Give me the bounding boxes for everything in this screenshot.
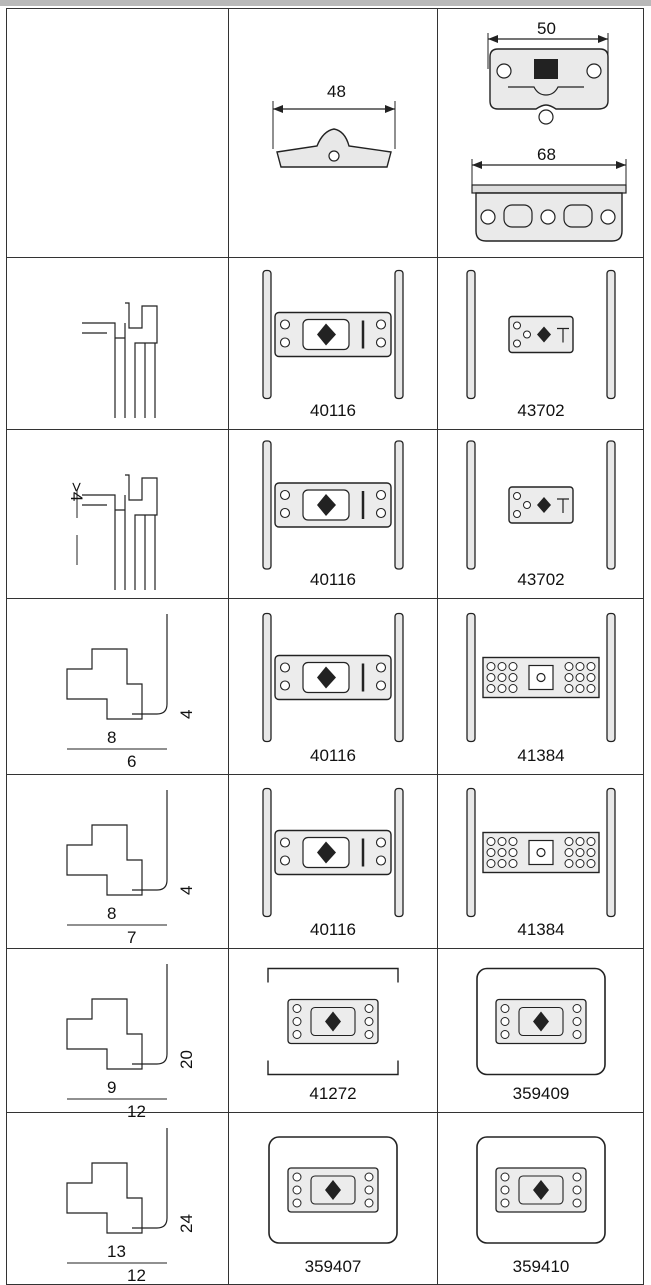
profile-dim: 7 <box>127 928 136 947</box>
article-number: 40116 <box>309 746 356 765</box>
profile-cell: 9 12 20 <box>7 949 228 1121</box>
part-drawing <box>476 967 606 1076</box>
header-part-large: 50 68 <box>438 9 644 257</box>
part-cell-left: 40116 <box>229 430 437 598</box>
profile-drawing: 9 12 20 <box>66 964 196 1121</box>
part-cell-right: 359409 <box>438 949 644 1112</box>
profile-drawing: 86 4 <box>66 614 196 771</box>
article-number: 359407 <box>304 1257 362 1276</box>
part-cell-left: 40116 <box>229 599 437 774</box>
part-drawing <box>476 1136 606 1244</box>
profile-dim: 24 <box>177 1214 196 1233</box>
profile-drawing: 87 4 <box>66 790 196 947</box>
article-number: 41384 <box>517 920 565 939</box>
profile-dim: 4 <box>177 886 196 895</box>
maco-logo-icon <box>325 1011 341 1032</box>
maco-logo-icon <box>325 1180 341 1200</box>
part-cell-right: 359410 <box>438 1113 644 1285</box>
part-cell-right: 43702 <box>438 430 644 598</box>
profile-dim: 12 <box>127 1266 146 1285</box>
part-drawing-48: 48 <box>272 82 396 168</box>
article-number: 40116 <box>309 570 356 589</box>
article-number: 359409 <box>512 1084 570 1103</box>
maco-logo-icon <box>533 1180 549 1200</box>
part-cell-left: 41272 <box>229 949 437 1112</box>
article-number: 359410 <box>512 1257 570 1276</box>
profile-dim: 12 <box>127 1102 146 1121</box>
row-divider <box>6 1112 644 1113</box>
row-divider <box>6 948 644 949</box>
profile-dim: >4 <box>67 482 86 501</box>
part-drawing <box>466 440 616 570</box>
article-number: 41384 <box>517 746 565 765</box>
row-divider <box>6 257 644 258</box>
row-divider <box>6 774 644 775</box>
row-divider <box>6 598 644 599</box>
maco-logo-icon <box>317 323 336 346</box>
maco-logo-icon <box>317 841 336 864</box>
part-drawing <box>262 612 404 743</box>
part-cell-right: 41384 <box>438 599 644 774</box>
part-drawing <box>262 440 404 570</box>
column-divider <box>228 8 229 1285</box>
article-number: 40116 <box>309 920 356 939</box>
top-bar <box>0 0 651 6</box>
maco-logo-icon <box>534 59 558 79</box>
profile-drawing: >4 <box>67 474 158 590</box>
part-cell-left: 40116 <box>229 775 437 948</box>
part-cell-left: 359407 <box>229 1113 437 1285</box>
profile-dim: 8 <box>107 904 116 923</box>
profile-dim: 8 <box>107 728 116 747</box>
part-drawing <box>267 967 399 1076</box>
part-cell-right: 41384 <box>438 775 644 948</box>
part-cell-right: 43702 <box>438 258 644 429</box>
part-drawing <box>262 269 404 400</box>
row-divider <box>6 429 644 430</box>
dim-68: 68 <box>537 145 556 164</box>
maco-logo-icon <box>533 1011 549 1032</box>
part-drawing-50-68: 50 68 <box>471 19 627 242</box>
profile-cell <box>7 258 228 429</box>
profile-drawing <box>82 302 158 418</box>
profile-cell: >4 <box>7 430 228 598</box>
article-number: 43702 <box>517 401 565 420</box>
article-number: 40116 <box>309 401 356 420</box>
profile-dim: 13 <box>107 1242 126 1261</box>
part-drawing <box>262 787 404 918</box>
article-number: 43702 <box>517 570 565 589</box>
maco-logo-icon <box>317 494 336 516</box>
dim-48: 48 <box>327 82 346 101</box>
part-drawing <box>466 612 616 743</box>
maco-logo-icon <box>537 326 551 343</box>
maco-logo-icon <box>537 497 551 513</box>
header-part-small: 48 <box>229 9 437 257</box>
dim-50: 50 <box>537 19 556 38</box>
profile-dim: 6 <box>127 752 136 771</box>
profile-dim: 20 <box>177 1050 196 1069</box>
part-cell-left: 40116 <box>229 258 437 429</box>
profile-dim: 4 <box>177 710 196 719</box>
maco-logo-icon <box>317 666 336 689</box>
article-number: 41272 <box>309 1084 357 1103</box>
profile-dim: 9 <box>107 1078 116 1097</box>
part-drawing <box>268 1136 398 1244</box>
part-drawing <box>466 787 616 918</box>
column-divider <box>437 8 438 1285</box>
part-drawing <box>466 269 616 400</box>
